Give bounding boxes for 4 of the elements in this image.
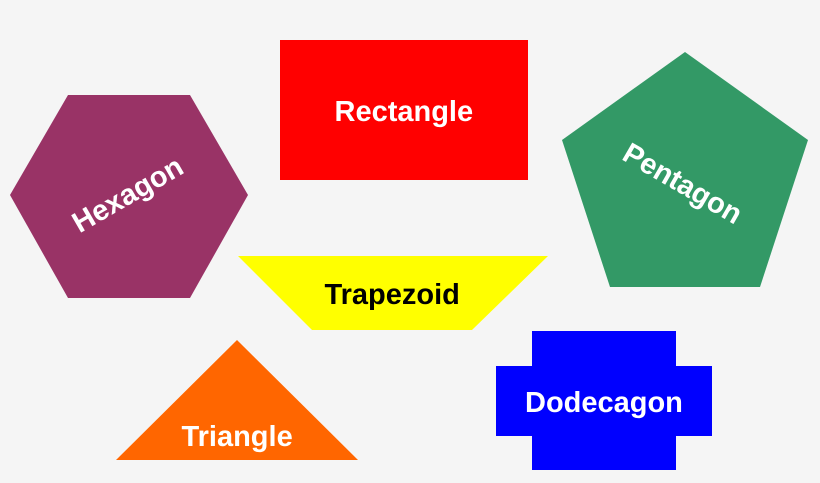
shape-label: Dodecagon — [525, 388, 683, 418]
shape-label: Triangle — [182, 422, 293, 452]
shape-label: Trapezoid — [324, 280, 460, 310]
shape-label: Rectangle — [334, 98, 474, 126]
